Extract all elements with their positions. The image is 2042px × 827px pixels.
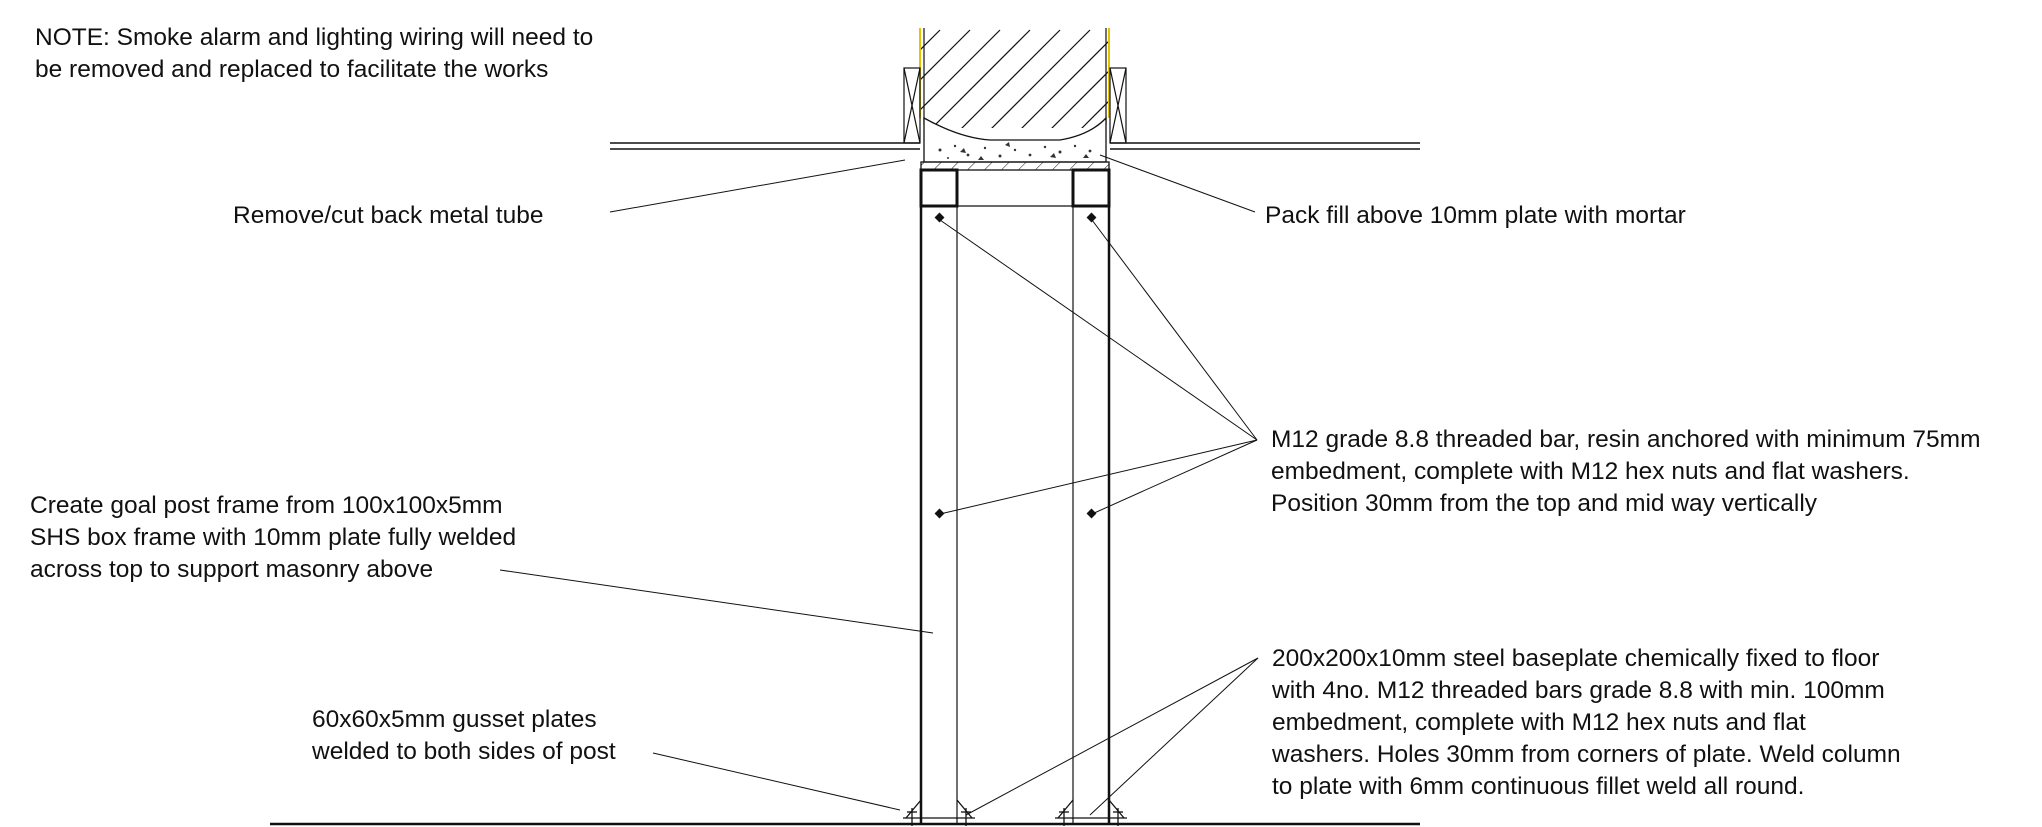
note-line-1: NOTE: Smoke alarm and lighting wiring wi… — [35, 24, 594, 51]
label-pack-fill: Pack fill above 10mm plate with mortar — [1265, 200, 1686, 232]
gusset-line-1: 60x60x5mm gusset plates — [312, 706, 597, 733]
threaded-bar-line-2: embedment, complete with M12 hex nuts an… — [1271, 458, 1910, 485]
shs-right-section — [1071, 168, 1111, 208]
leader-lines — [499, 154, 1259, 816]
label-threaded-bar: M12 grade 8.8 threaded bar, resin anchor… — [1271, 424, 1981, 520]
post-right — [1072, 206, 1111, 823]
top-plate — [920, 161, 1110, 171]
threaded-bar-line-1: M12 grade 8.8 threaded bar, resin anchor… — [1271, 426, 1981, 453]
label-gusset: 60x60x5mm gusset plates welded to both s… — [312, 704, 616, 768]
general-note: NOTE: Smoke alarm and lighting wiring wi… — [35, 22, 593, 86]
label-remove-tube: Remove/cut back metal tube — [233, 200, 544, 232]
label-pack-fill-text: Pack fill above 10mm plate with mortar — [1265, 202, 1686, 229]
post-left — [919, 206, 958, 823]
goal-post-line-2: SHS box frame with 10mm plate fully weld… — [30, 524, 517, 551]
baseplates — [903, 799, 1127, 826]
label-goal-post: Create goal post frame from 100x100x5mm … — [30, 490, 516, 586]
goal-post-line-1: Create goal post frame from 100x100x5mm — [30, 492, 503, 519]
threaded-bar-line-3: Position 30mm from the top and mid way v… — [1271, 490, 1818, 517]
anchor-markers — [934, 212, 1097, 519]
ceiling-trim — [903, 67, 1127, 144]
masonry-wall — [920, 29, 1110, 128]
baseplate-line-3: embedment, complete with M12 hex nuts an… — [1272, 709, 1806, 736]
baseplate-line-4: washers. Holes 30mm from corners of plat… — [1272, 741, 1901, 768]
label-remove-tube-text: Remove/cut back metal tube — [233, 202, 544, 229]
label-baseplate: 200x200x10mm steel baseplate chemically … — [1272, 643, 1901, 803]
shs-left-section — [919, 168, 959, 208]
baseplate-line-1: 200x200x10mm steel baseplate chemically … — [1272, 645, 1880, 672]
note-line-2: be removed and replaced to facilitate th… — [35, 56, 549, 83]
baseplate-line-5: to plate with 6mm continuous fillet weld… — [1272, 773, 1805, 800]
baseplate-line-2: with 4no. M12 threaded bars grade 8.8 wi… — [1272, 677, 1885, 704]
goal-post-line-3: across top to support masonry above — [30, 556, 434, 583]
mortar-pack — [923, 116, 1107, 163]
ceiling-line — [610, 142, 1420, 150]
gusset-line-2: welded to both sides of post — [312, 738, 616, 765]
